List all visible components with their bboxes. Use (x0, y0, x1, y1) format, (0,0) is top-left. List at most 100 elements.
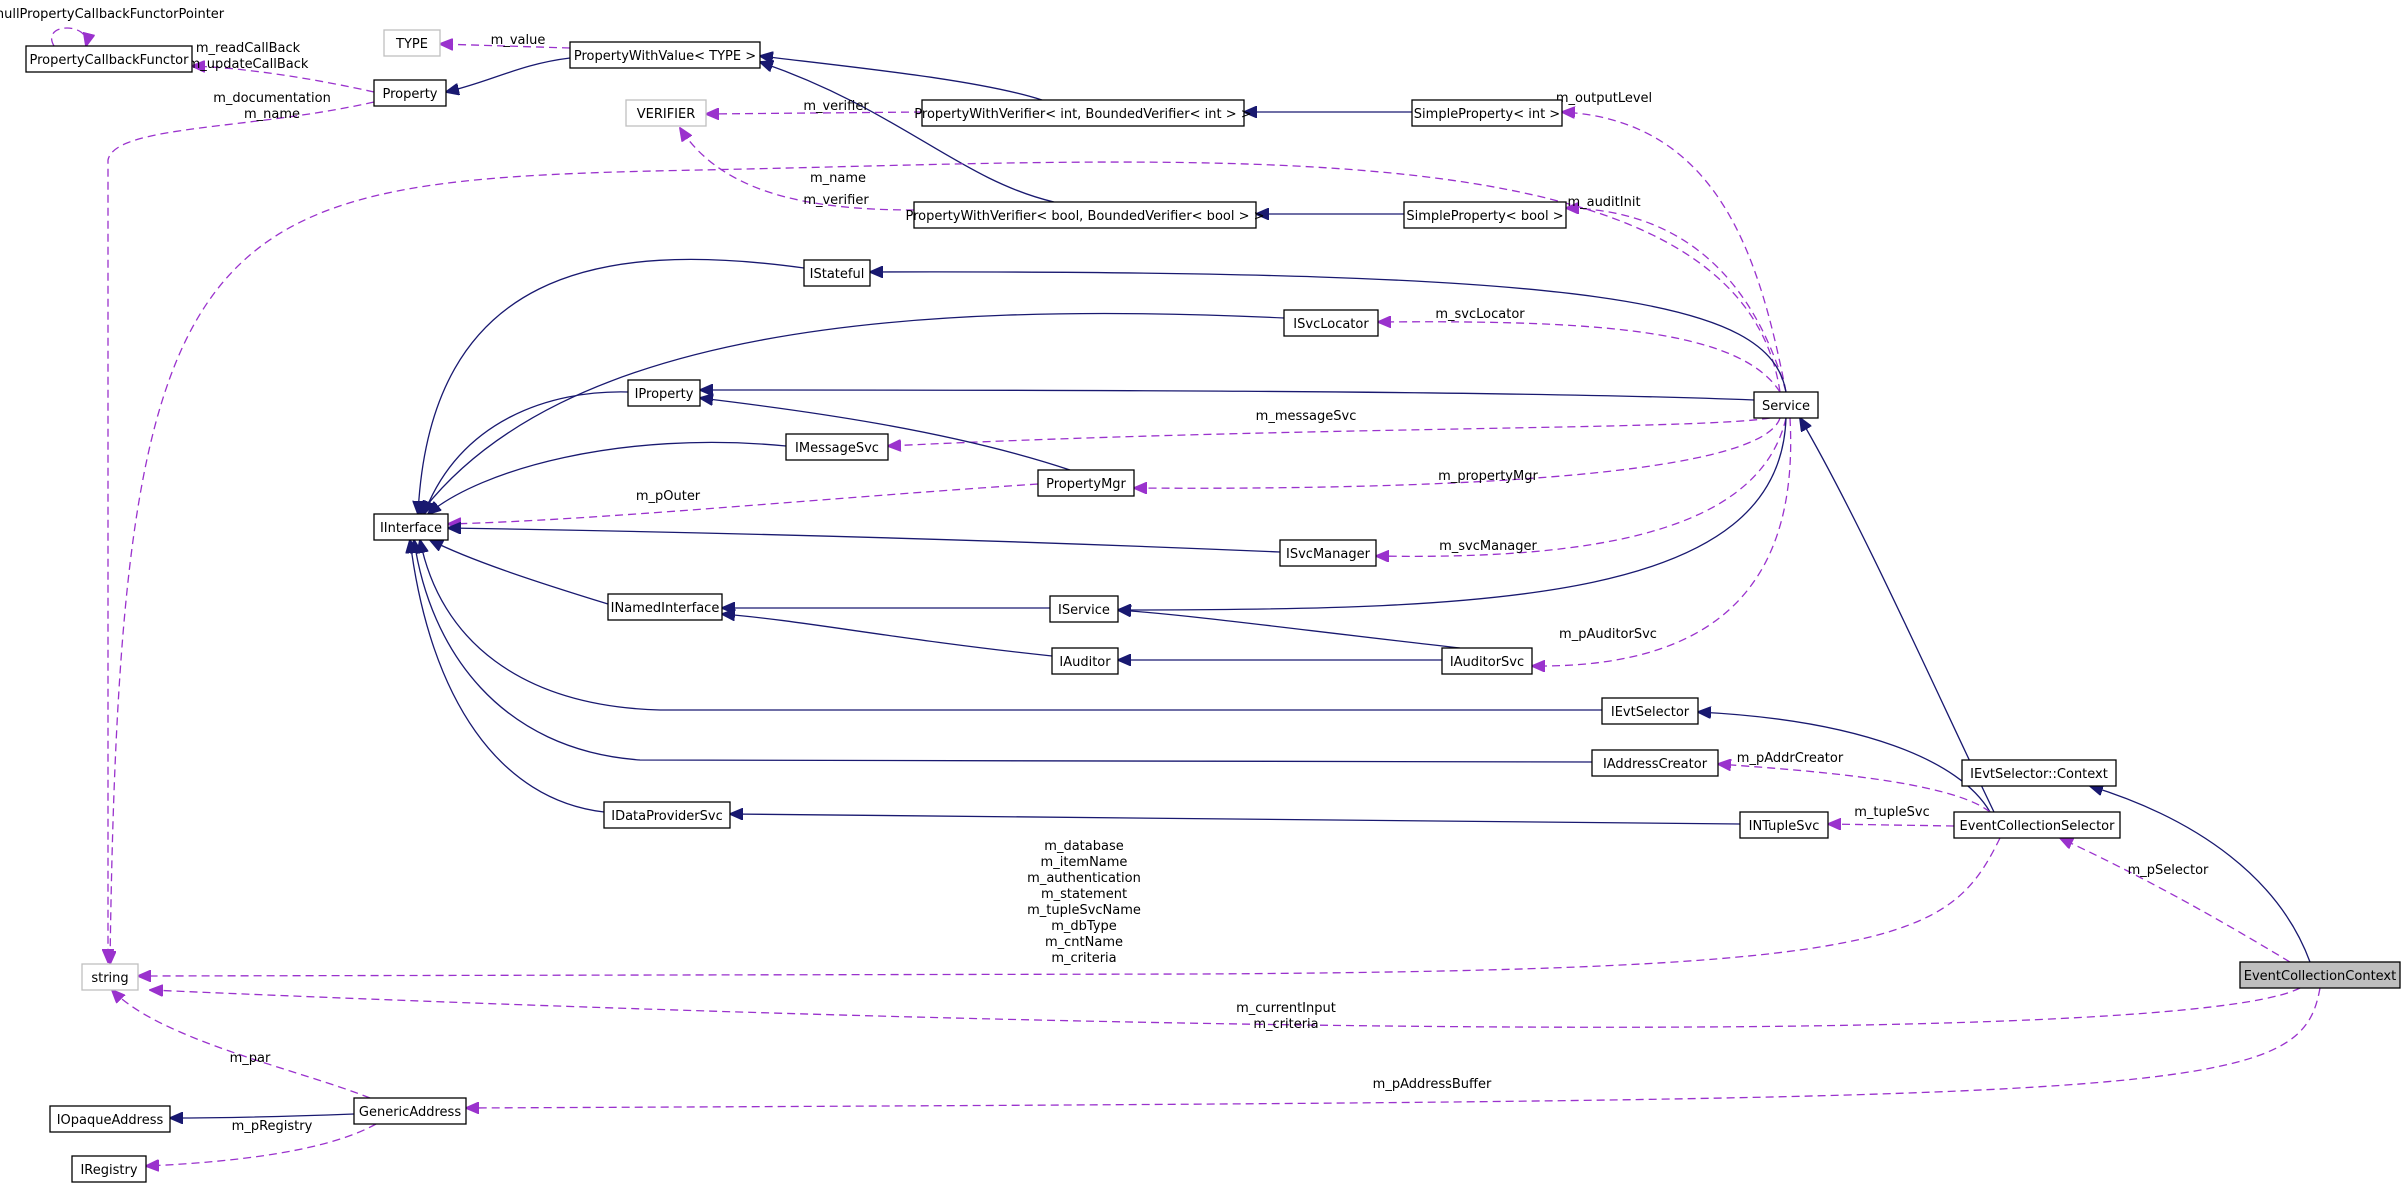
inheritance-edge-e-iauditor-inamed (722, 614, 1053, 657)
inheritance-edge-e-iaddr-ii (414, 540, 1593, 763)
edge-labels-layer: nullPropertyCallbackFunctorPointerm_read… (0, 7, 2209, 1134)
class-name: PropertyWithVerifier< int, BoundedVerifi… (914, 107, 1251, 122)
class-node-intuplesvc[interactable]: INTupleSvc (1739, 811, 1829, 839)
usage-edge-e-svc-outlvl (1562, 112, 1787, 393)
class-node-pwvbool[interactable]: PropertyWithVerifier< bool, BoundedVerif… (905, 201, 1265, 229)
usage-edge-e-ecc-str (150, 988, 2301, 1028)
edge-label-e-ga-str: m_par (230, 1051, 271, 1066)
usage-edge-e-ga-str (112, 990, 371, 1099)
edge-label-e-svc-msg: m_messageSvc (1256, 409, 1357, 424)
class-node-iinterface[interactable]: IInterface (373, 513, 449, 541)
nodes-layer: PropertyCallbackFunctorTYPEPropertyWithV… (25, 29, 2401, 1183)
usage-edge-e-svc-asvc (1532, 417, 1792, 666)
class-name: INTupleSvc (1749, 819, 1820, 834)
edge-label-e-svc-smgr: m_svcManager (1439, 539, 1537, 554)
class-name: IInterface (380, 521, 442, 536)
usage-edge-e-svc-msg (888, 417, 1771, 446)
class-node-istateful[interactable]: IStateful (803, 259, 871, 287)
class-name: IEvtSelector (1611, 705, 1690, 720)
class-box (1739, 811, 1829, 839)
inheritance-edge-e-svc-istateful (870, 272, 1787, 393)
usage-edge-e-nullcb (51, 27, 87, 46)
class-name: EventCollectionSelector (1960, 819, 2116, 834)
usage-edge-e-svc-audit (1566, 208, 1787, 393)
class-box (785, 433, 889, 461)
class-node-iopaqueaddress[interactable]: IOpaqueAddress (49, 1105, 171, 1133)
edges-layer (51, 27, 2321, 1166)
inheritance-edge-e-pwv-prop (446, 57, 571, 92)
class-box (383, 29, 441, 57)
class-node-eventcollectionselector[interactable]: EventCollectionSelector (1953, 811, 2121, 839)
class-node-iservice[interactable]: IService (1049, 595, 1119, 623)
class-node-isvclocator[interactable]: ISvcLocator (1283, 309, 1379, 337)
class-node-spint[interactable]: SimpleProperty< int > (1411, 99, 1563, 127)
edge-label-e-pmgr-outer: m_pOuter (636, 489, 701, 504)
class-box (921, 99, 1245, 127)
class-box (803, 259, 871, 287)
class-box (1411, 99, 1563, 127)
usage-edge-e-prop-str (108, 101, 375, 962)
inheritance-edge-e-isvcloc-ii (420, 312, 1285, 514)
edge-label-e-ga-ireg: m_pRegistry (232, 1119, 313, 1134)
class-box (1049, 595, 1119, 623)
class-box (1403, 201, 1567, 229)
class-name: IMessageSvc (795, 441, 879, 456)
class-box (373, 79, 447, 107)
edge-label-e-ecs-addr: m_pAddrCreator (1737, 751, 1844, 766)
usage-edge-e-pwvint-ver (706, 112, 923, 114)
class-node-propertywithvaluetype[interactable]: PropertyWithValue< TYPE > (569, 41, 761, 69)
class-name: INamedInterface (611, 601, 720, 616)
usage-edge-e-ecc-sel (2060, 838, 2291, 963)
usage-edge-e-ecs-str (138, 837, 2001, 976)
class-name: IService (1058, 603, 1110, 618)
inheritance-edge-e-svc-iservice (1118, 417, 1787, 610)
class-box (2239, 961, 2401, 989)
inheritance-edge-e-ismgr-ii (448, 528, 1281, 553)
class-node-iauditor[interactable]: IAuditor (1051, 647, 1119, 675)
class-name: IAddressCreator (1603, 757, 1708, 772)
class-node-propertycallbackfunctor[interactable]: PropertyCallbackFunctor (25, 45, 193, 73)
class-box (913, 201, 1257, 229)
usage-edge-e-pwvbool-ver (680, 128, 915, 211)
class-box (627, 379, 701, 407)
class-node-service[interactable]: Service (1753, 391, 1819, 419)
class-node-ievtselector[interactable]: IEvtSelector (1601, 697, 1699, 725)
class-node-ievtselectorcontext[interactable]: IEvtSelector::Context (1961, 759, 2117, 787)
class-box (1753, 391, 1819, 419)
edge-label-e-svc-asvc: m_pAuditorSvc (1559, 627, 1657, 642)
class-name: GenericAddress (359, 1105, 461, 1120)
class-node-spbool[interactable]: SimpleProperty< bool > (1403, 201, 1567, 229)
class-name: Property (382, 87, 437, 102)
class-node-isvcmanager[interactable]: ISvcManager (1279, 539, 1377, 567)
class-node-pwvint[interactable]: PropertyWithVerifier< int, BoundedVerifi… (914, 99, 1252, 127)
class-node-imessagesvc[interactable]: IMessageSvc (785, 433, 889, 461)
class-box (1037, 469, 1135, 497)
class-node-iaddresscreator[interactable]: IAddressCreator (1591, 749, 1719, 777)
class-name: IStateful (810, 267, 865, 282)
class-node-iregistry[interactable]: IRegistry (71, 1155, 147, 1183)
class-node-inamedinterface[interactable]: INamedInterface (607, 593, 723, 621)
usage-edge-e-pwv-type (440, 44, 571, 48)
inheritance-edge-e-ievt-ii (420, 540, 1602, 711)
class-name: IRegistry (80, 1163, 137, 1178)
class-name: IAuditorSvc (1450, 655, 1524, 670)
class-name: IAuditor (1059, 655, 1111, 670)
class-node-idataprovidersvc[interactable]: IDataProviderSvc (603, 801, 731, 829)
class-node-genericaddress[interactable]: GenericAddress (353, 1097, 467, 1125)
class-node-iauditorsvc[interactable]: IAuditorSvc (1441, 647, 1533, 675)
class-box (71, 1155, 147, 1183)
class-box (353, 1097, 467, 1125)
class-node-propertymgr[interactable]: PropertyMgr (1037, 469, 1135, 497)
usage-edge-e-ga-ireg (146, 1123, 377, 1166)
class-node-property[interactable]: Property (373, 79, 447, 107)
class-node-eventcollectioncontext[interactable]: EventCollectionContext (2239, 961, 2401, 989)
class-box (603, 801, 731, 829)
class-box (1279, 539, 1377, 567)
class-node-iproperty[interactable]: IProperty (627, 379, 701, 407)
edge-label-e-svc-loc: m_svcLocator (1435, 307, 1525, 322)
edge-label-e-svc-outlvl: m_outputLevel (1556, 91, 1652, 106)
